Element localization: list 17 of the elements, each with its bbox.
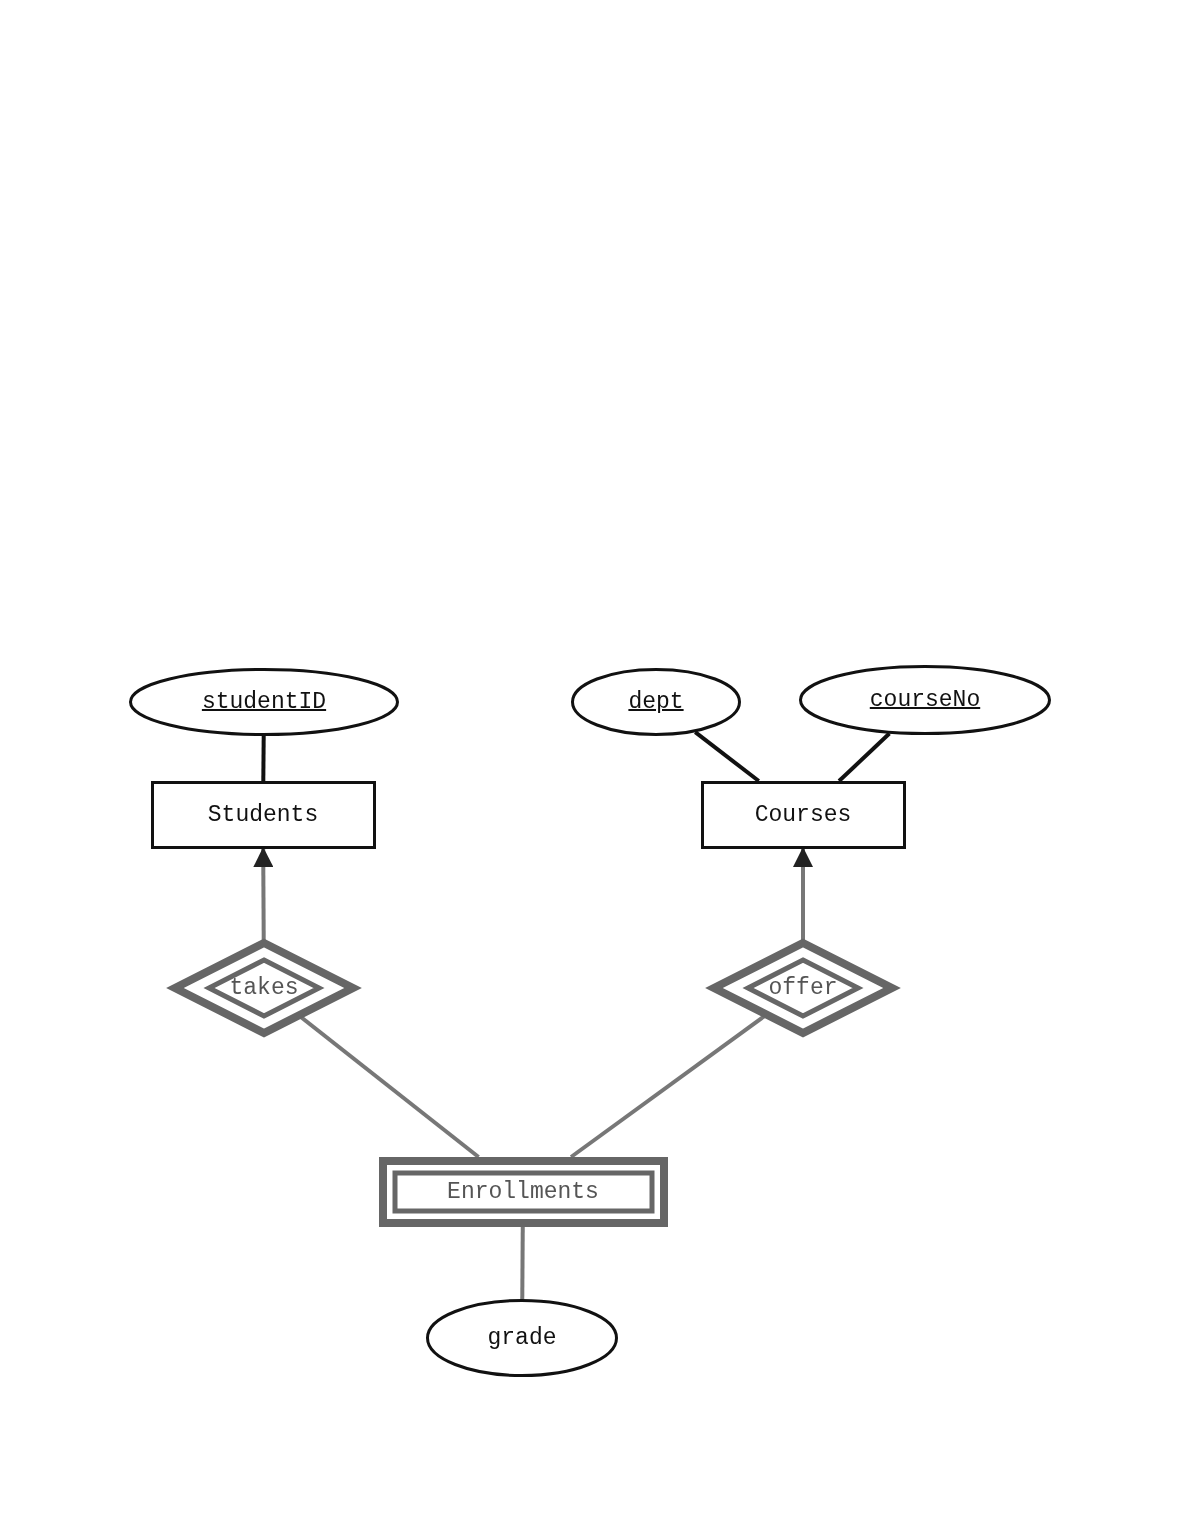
connector-line — [520, 1227, 525, 1299]
connector-line — [299, 1015, 480, 1159]
key-attribute-name: studentID — [201, 689, 327, 715]
key-attribute-name: dept — [628, 689, 684, 715]
attribute-name: grade — [487, 1325, 557, 1351]
relationship-name: offer — [768, 975, 838, 1001]
relationship-name: takes — [229, 975, 299, 1001]
entity-name: Students — [207, 802, 319, 828]
key-attribute-name: courseNo — [869, 687, 981, 713]
entity-name: Courses — [754, 802, 852, 828]
arrow — [793, 847, 813, 940]
connector-line — [837, 732, 891, 783]
connector-line — [261, 735, 266, 782]
connector-line — [569, 1014, 766, 1159]
entity-name: Enrollments — [447, 1179, 599, 1205]
connector-line — [694, 730, 760, 783]
arrow — [253, 847, 274, 941]
